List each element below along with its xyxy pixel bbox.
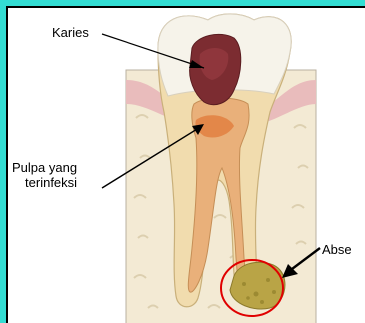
label-pulpa: Pulpa yang terinfeksi: [12, 160, 77, 190]
abscess-mass: [230, 262, 285, 309]
label-pulpa-line1: Pulpa yang: [12, 160, 77, 175]
label-pulpa-line2: terinfeksi: [12, 175, 77, 190]
label-karies: Karies: [52, 25, 89, 40]
image-frame: Karies Pulpa yang terinfeksi Abse: [6, 6, 365, 323]
label-abses: Abse: [322, 242, 352, 257]
